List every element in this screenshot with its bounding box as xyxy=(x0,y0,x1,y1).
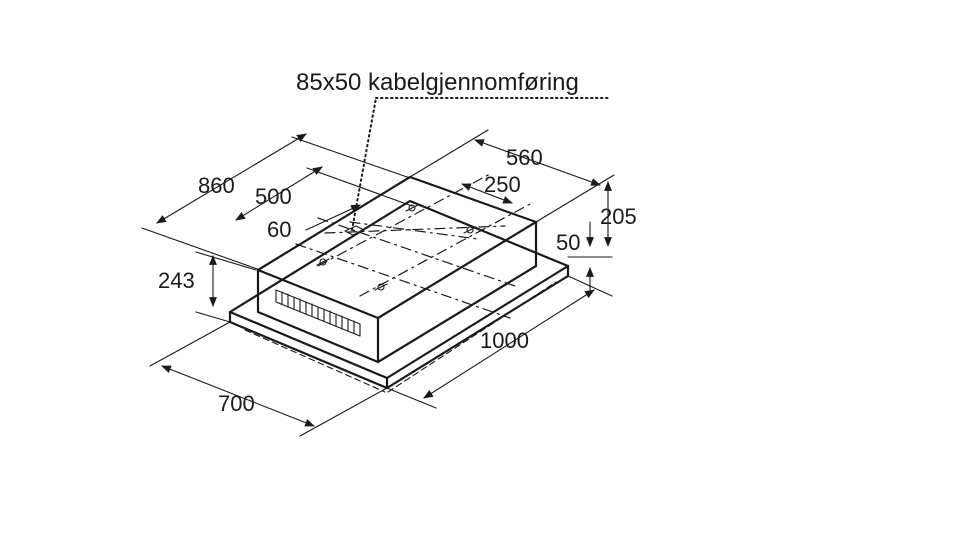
cable-label: 85x50 kabelgjennomføring xyxy=(296,69,579,96)
dim-500-label: 500 xyxy=(255,184,292,209)
dim-1000-label: 1000 xyxy=(480,328,529,353)
dim-243: 243 xyxy=(158,251,257,323)
dim-60-label: 60 xyxy=(267,217,291,242)
dim-860: 860 xyxy=(141,133,411,271)
dim-860-label: 860 xyxy=(198,173,235,198)
dim-50-label: 50 xyxy=(556,230,580,255)
dim-250: 250 xyxy=(461,172,521,204)
dim-1000: 1000 xyxy=(386,275,613,409)
vent-grille xyxy=(275,289,361,337)
screw-holes xyxy=(316,204,477,291)
screw-hole-2 xyxy=(463,226,477,234)
dim-50: 50 xyxy=(556,221,613,291)
dim-205: 205 xyxy=(600,181,637,247)
dim-560: 560 xyxy=(409,129,615,223)
dim-560-label: 560 xyxy=(506,145,543,170)
screw-hole-3 xyxy=(316,258,330,266)
screw-hole-4 xyxy=(374,283,388,291)
dim-243-label: 243 xyxy=(158,268,195,293)
center-lines xyxy=(295,173,531,319)
dim-205-label: 205 xyxy=(600,204,637,229)
cable-opening: 85x50 kabelgjennomføring xyxy=(296,69,611,236)
dim-250-label: 250 xyxy=(484,172,521,197)
dim-700-label: 700 xyxy=(218,391,255,416)
dim-700: 700 xyxy=(149,321,388,437)
dim-60: 60 xyxy=(267,204,361,242)
screw-hole-1 xyxy=(405,204,419,212)
dim-500: 500 xyxy=(235,166,413,221)
